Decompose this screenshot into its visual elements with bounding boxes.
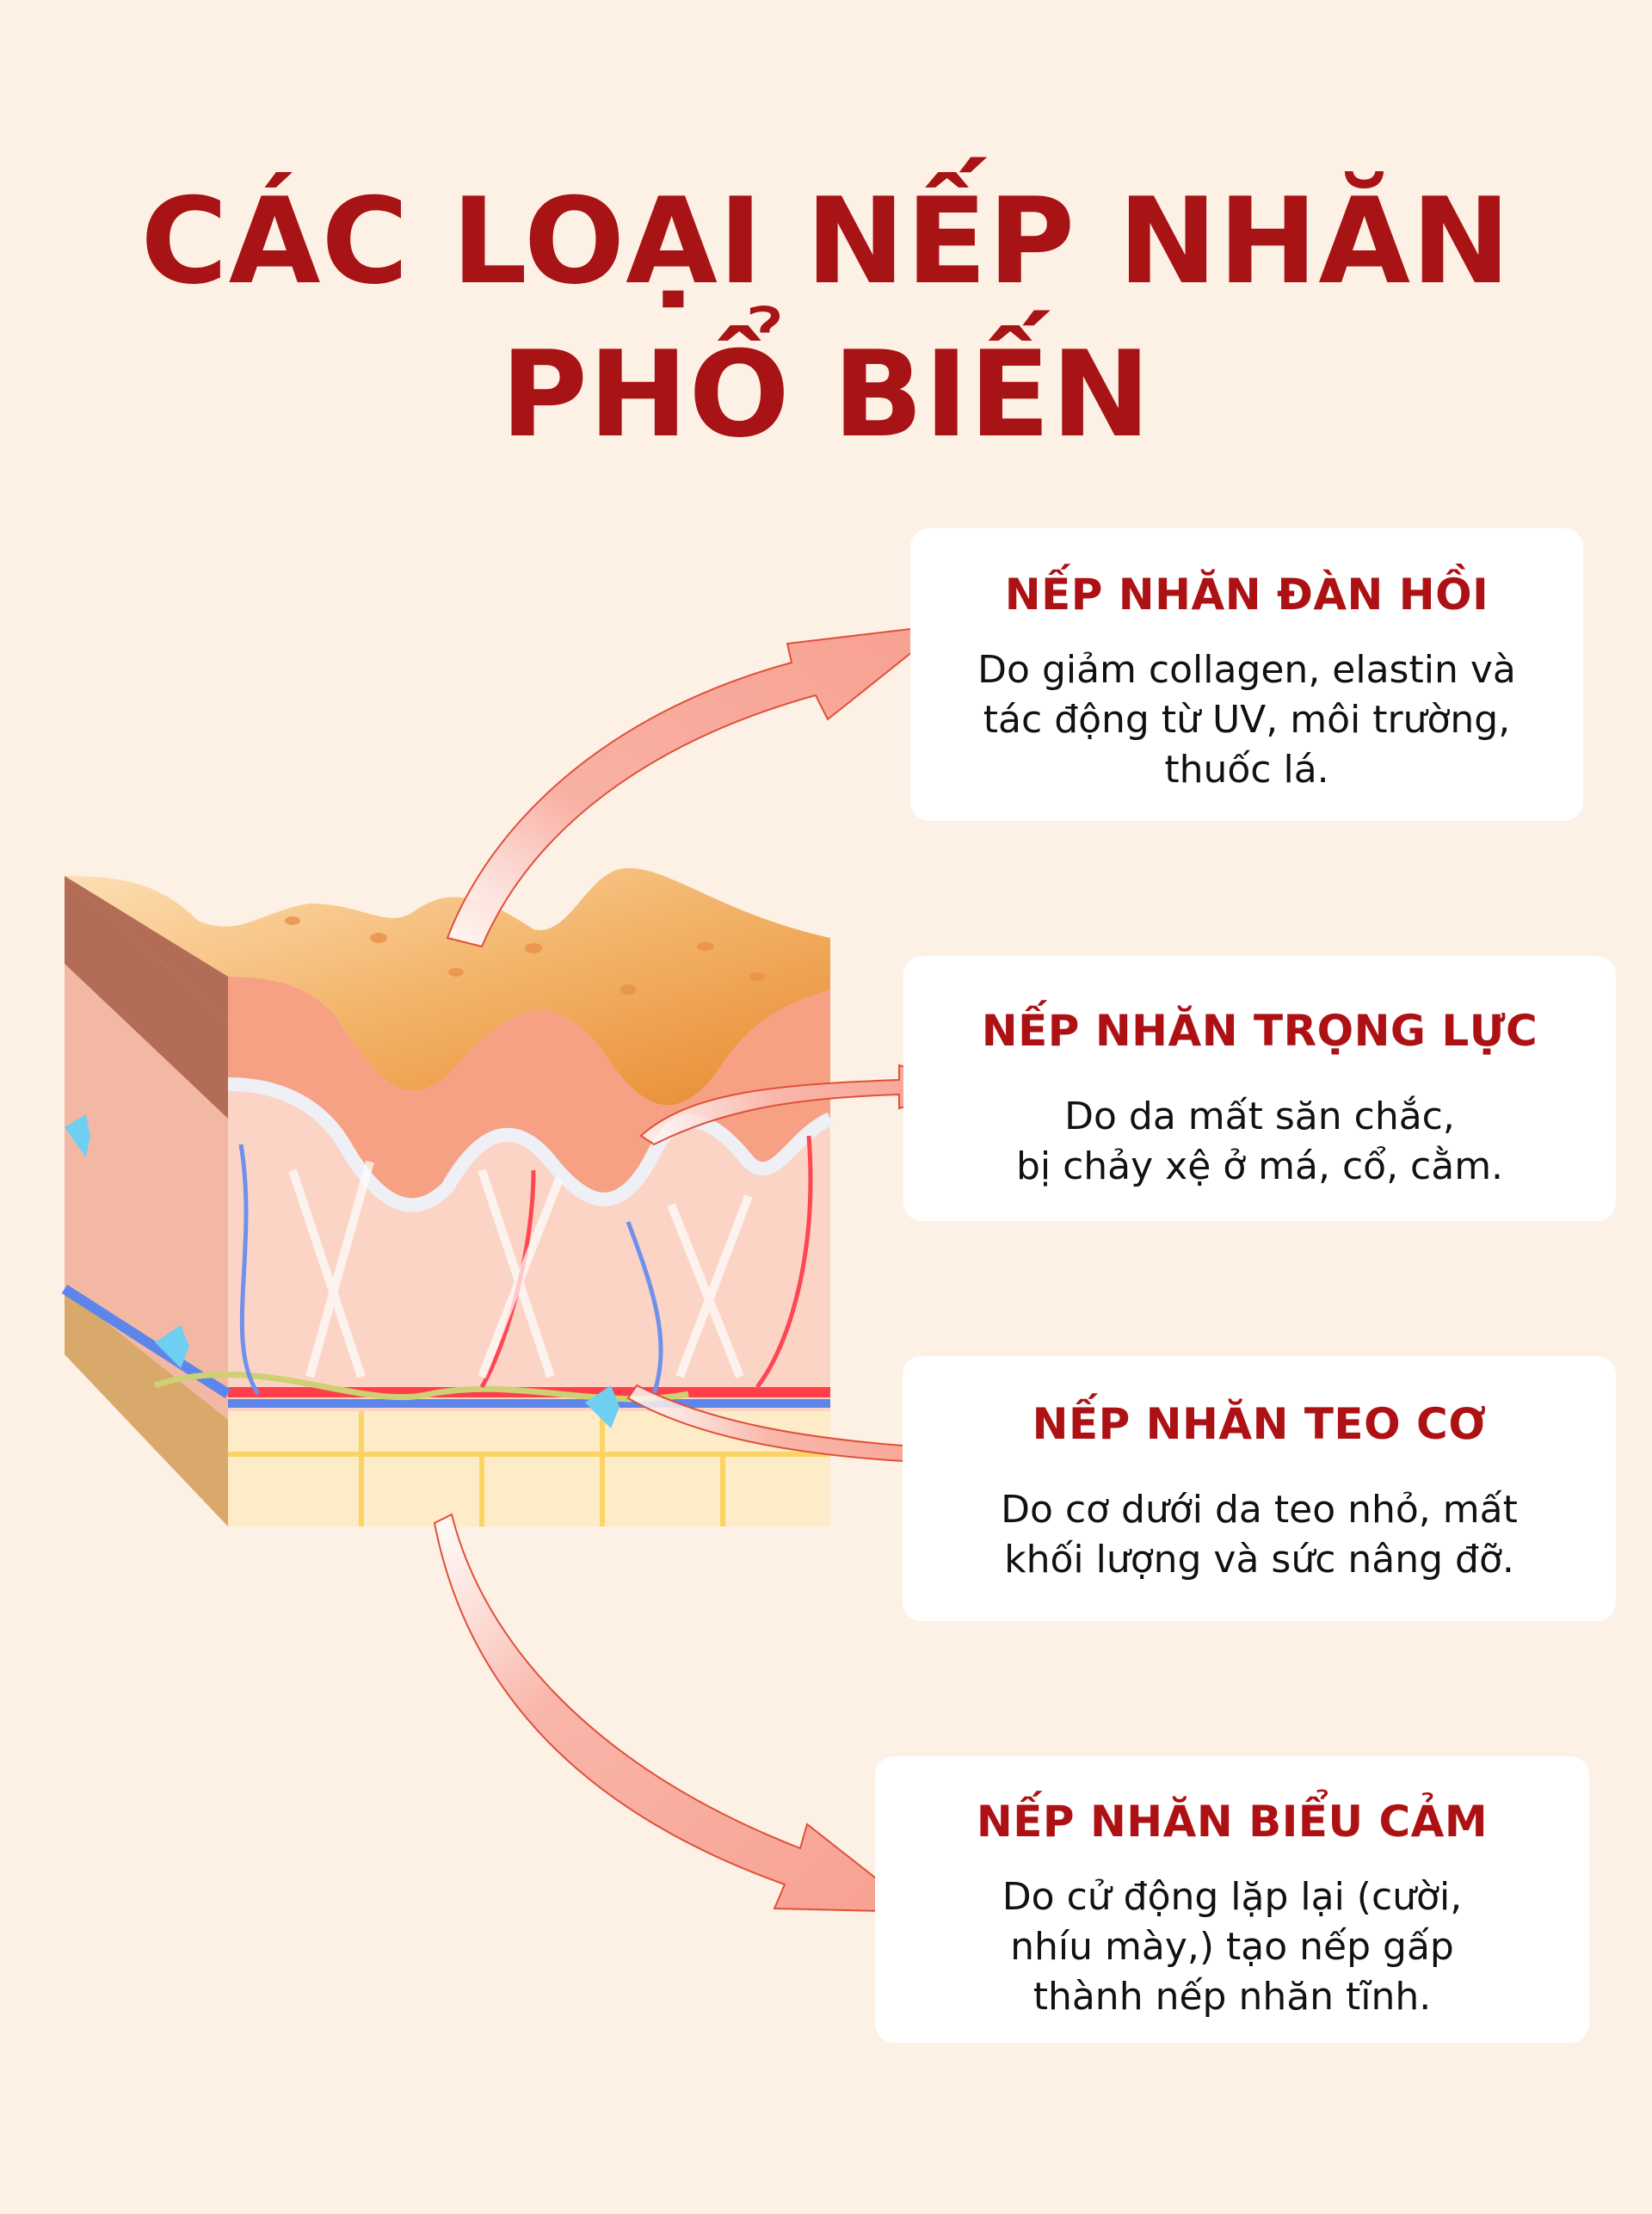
arrow-to-elastic-icon	[446, 623, 950, 948]
title-line-2: PHỔ BIẾN	[500, 325, 1152, 465]
card-description: Do cử động lặp lại (cười, nhíu mày,) tạo…	[1002, 1875, 1463, 2019]
card-expression-wrinkles: NẾP NHĂN BIỂU CẢM Do cử động lặp lại (cư…	[875, 1756, 1589, 2043]
card-gravity-wrinkles: NẾP NHĂN TRỌNG LỰC Do da mất săn chắc, b…	[903, 956, 1616, 1221]
card-description: Do giảm collagen, elastin và tác động từ…	[977, 648, 1516, 792]
page-title: CÁC LOẠI NẾP NHĂN PHỔ BIẾN	[0, 165, 1652, 472]
arrow-to-expression-icon	[433, 1513, 922, 1914]
card-heading: NẾP NHĂN BIỂU CẢM	[976, 1797, 1489, 1847]
skin-block	[61, 867, 834, 1526]
card-heading: NẾP NHĂN TRỌNG LỰC	[981, 1006, 1538, 1056]
card-heading: NẾP NHĂN TEO CƠ	[1032, 1399, 1487, 1449]
card-heading: NẾP NHĂN ĐÀN HỒI	[1004, 570, 1489, 620]
card-description: Do da mất săn chắc, bị chảy xệ ở má, cổ,…	[1015, 1095, 1504, 1188]
card-muscle-atrophy-wrinkles: NẾP NHĂN TEO CƠ Do cơ dưới da teo nhỏ, m…	[903, 1356, 1616, 1621]
card-elastic-wrinkles: NẾP NHĂN ĐÀN HỒI Do giảm collagen, elast…	[910, 528, 1583, 821]
title-line-1: CÁC LOẠI NẾP NHĂN	[140, 172, 1512, 311]
card-description: Do cơ dưới da teo nhỏ, mất khối lượng và…	[1001, 1488, 1518, 1582]
